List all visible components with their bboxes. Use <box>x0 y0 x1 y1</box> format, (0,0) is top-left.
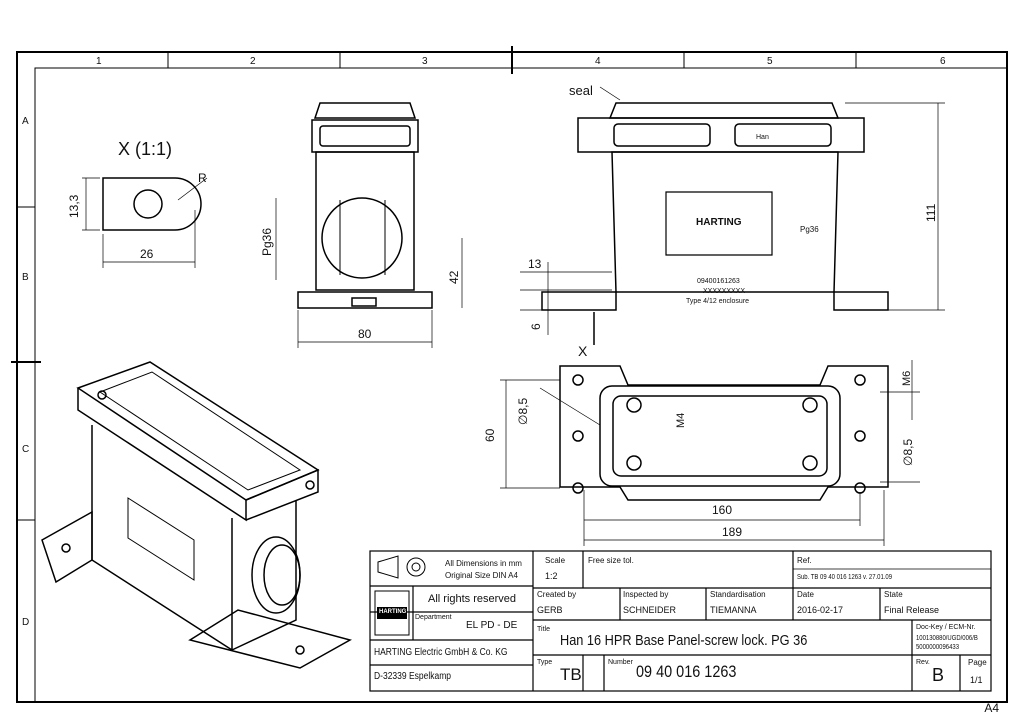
seal-label: seal <box>569 83 593 98</box>
col-label-3: 3 <box>422 56 428 67</box>
view-x-mark: X <box>578 343 588 359</box>
detail-width-dim: 26 <box>140 247 154 261</box>
top-m6-dim: M6 <box>901 371 913 386</box>
date-label: Date <box>797 590 814 599</box>
side-height-dim: 42 <box>447 270 461 284</box>
row-label-a: A <box>22 116 29 127</box>
dockey-value-2: 5000000096433 <box>916 644 960 651</box>
front-code-1: 09400161263 <box>697 278 740 285</box>
row-grid <box>11 206 41 521</box>
std-label: Standardisation <box>710 590 766 599</box>
projection-symbol <box>377 555 426 579</box>
dims-note-1: All Dimensions in mm <box>445 559 522 568</box>
top-189-dim: 189 <box>722 525 742 539</box>
side-pg-dim: Pg36 <box>260 228 274 256</box>
front-height-dim: 111 <box>924 203 938 222</box>
sheet-size: A4 <box>984 701 999 715</box>
top-view-dims <box>500 360 920 546</box>
harting-logo <box>374 590 410 636</box>
front-han-label: Han <box>756 134 769 141</box>
row-label-b: B <box>22 272 29 283</box>
row-label-d: D <box>22 617 29 628</box>
front-code-2: XXXXXXXXX <box>703 288 745 295</box>
page-label: Page <box>968 658 987 667</box>
top-d85-dim-b: ∅8,5 <box>901 439 915 466</box>
top-60-dim: 60 <box>483 428 497 442</box>
inspected-label: Inspected by <box>623 590 669 599</box>
side-view <box>297 102 433 309</box>
side-view-dims <box>275 198 463 348</box>
rev-value: B <box>932 665 945 685</box>
col-label-4: 4 <box>595 56 601 67</box>
top-d85-dim-a: ∅8,5 <box>516 398 530 425</box>
scale-label: Scale <box>545 556 566 565</box>
number-value: 09 40 016 1263 <box>636 662 737 681</box>
dims-note-2: Original Size DIN A4 <box>445 571 518 580</box>
ref-label: Ref. <box>797 556 812 565</box>
top-160-dim: 160 <box>712 503 732 517</box>
top-view <box>559 365 889 501</box>
state-label: State <box>884 590 903 599</box>
company-logo-text: HARTING <box>379 609 407 615</box>
title-value: Han 16 HPR Base Panel-screw lock. PG 36 <box>560 632 808 649</box>
front-13-dim: 13 <box>528 257 542 271</box>
type-value: TB <box>560 665 582 684</box>
company-line-2: D-32339 Espelkamp <box>374 671 452 682</box>
detail-view <box>82 177 208 268</box>
detail-height-dim: 13,3 <box>67 194 81 218</box>
row-label-c: C <box>22 444 29 455</box>
col-label-5: 5 <box>767 56 773 67</box>
top-m4-dim: M4 <box>675 413 687 428</box>
dockey-value-1: 100130880/UGD/006/B <box>916 635 978 642</box>
front-logo: HARTING <box>696 217 742 228</box>
date-value: 2016-02-17 <box>797 605 844 615</box>
title-label: Title <box>537 626 550 633</box>
detail-radius-dim: R <box>198 171 207 185</box>
type-label: Type <box>537 659 553 666</box>
front-pg-label: Pg36 <box>800 225 819 234</box>
inner-border <box>34 67 1008 703</box>
dept-value: EL PD - DE <box>466 620 518 631</box>
scale-value: 1:2 <box>545 571 558 581</box>
std-value: TIEMANNA <box>710 605 757 615</box>
tolerance-label: Free size tol. <box>588 556 634 565</box>
company-line-1: HARTING Electric GmbH & Co. KG <box>374 647 508 658</box>
dockey-label: Doc-Key / ECM-Nr. <box>916 624 976 631</box>
rev-label: Rev. <box>916 659 930 666</box>
rights-text: All rights reserved <box>428 593 517 605</box>
state-value: Final Release <box>884 605 940 615</box>
col-label-2: 2 <box>250 56 256 67</box>
sub-value: Sub. TB 09 40 016 1263 v. 27.01.09 <box>797 574 893 581</box>
detail-title: X (1:1) <box>118 139 172 159</box>
front-6-dim: 6 <box>529 323 543 330</box>
col-label-6: 6 <box>940 56 946 67</box>
inspected-value: SCHNEIDER <box>623 605 677 615</box>
created-value: GERB <box>537 605 563 615</box>
page-value: 1/1 <box>970 675 983 685</box>
front-type-label: Type 4/12 enclosure <box>686 298 749 305</box>
isometric-view <box>41 361 352 669</box>
col-label-1: 1 <box>96 56 102 67</box>
side-width-dim: 80 <box>358 327 372 341</box>
column-grid <box>167 46 857 74</box>
dept-label: Department <box>415 614 452 621</box>
created-label: Created by <box>537 590 577 599</box>
number-label: Number <box>608 659 633 666</box>
front-view-dims <box>520 86 945 345</box>
